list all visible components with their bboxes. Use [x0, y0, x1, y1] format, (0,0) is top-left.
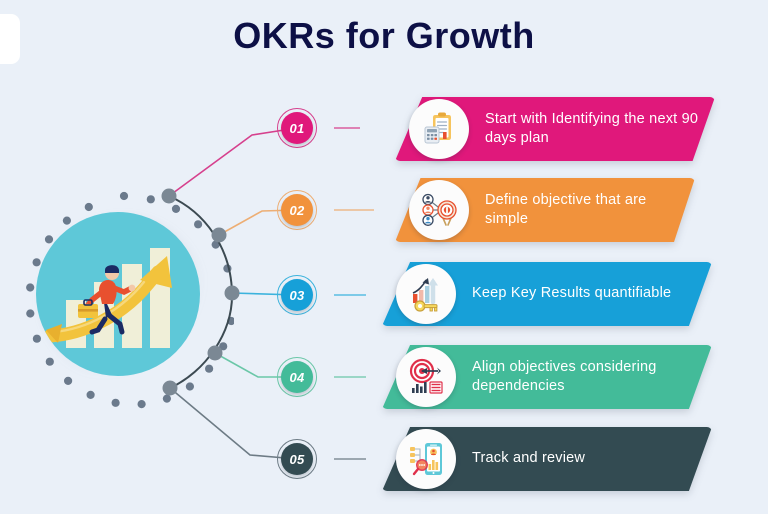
badge-number: 05: [281, 443, 313, 475]
node-05: [162, 380, 178, 396]
banner-label: Track and review: [472, 450, 586, 467]
page-title: OKRs for Growth: [233, 15, 535, 56]
step-badge-01[interactable]: 01: [277, 108, 317, 148]
business-growth-illustration: [14, 190, 234, 410]
illustration-circle: [36, 212, 200, 376]
corner-decoration: [0, 14, 20, 64]
node-02: [211, 227, 227, 243]
step-badge-04[interactable]: 04: [277, 357, 317, 397]
mobile-analytics-icon: [396, 429, 456, 489]
banner-label: Start with Identifying the next 90 days …: [485, 110, 699, 146]
badge-ring: [277, 439, 317, 479]
step-badge-05[interactable]: 05: [277, 439, 317, 479]
badge-number: 02: [281, 194, 313, 226]
step-banner-04[interactable]: Align objectives considering dependencie…: [382, 345, 712, 409]
step-badge-02[interactable]: 02: [277, 190, 317, 230]
badge-ring: [277, 190, 317, 230]
team-target-icon: [409, 180, 469, 240]
badge-ring: [277, 357, 317, 397]
target-arrow-chart-icon: [396, 347, 456, 407]
step-banner-02[interactable]: Define objective that are simple: [395, 178, 695, 242]
chart-key-icon: [396, 264, 456, 324]
runner-figure: [78, 265, 136, 335]
arc-nodes: [161, 188, 240, 396]
badge-ring: [277, 108, 317, 148]
banner-label: Define objective that are simple: [485, 191, 647, 227]
banner-label: Align objectives considering dependencie…: [472, 358, 657, 394]
badge-number: 01: [281, 112, 313, 144]
badge-number: 03: [281, 279, 313, 311]
step-banner-01[interactable]: Start with Identifying the next 90 days …: [395, 97, 715, 161]
node-03: [224, 285, 240, 301]
clipboard-calculator-icon: [409, 99, 469, 159]
banner-label: Keep Key Results quantifiable: [472, 285, 672, 302]
step-banner-05[interactable]: Track and review: [382, 427, 712, 491]
key-glyph: [414, 300, 438, 312]
node-04: [207, 345, 223, 361]
node-01: [161, 188, 177, 204]
badge-number: 04: [281, 361, 313, 393]
badge-ring: [277, 275, 317, 315]
main-arc: [168, 195, 234, 389]
step-badge-03[interactable]: 03: [277, 275, 317, 315]
step-banner-03[interactable]: Keep Key Results quantifiable: [382, 262, 712, 326]
